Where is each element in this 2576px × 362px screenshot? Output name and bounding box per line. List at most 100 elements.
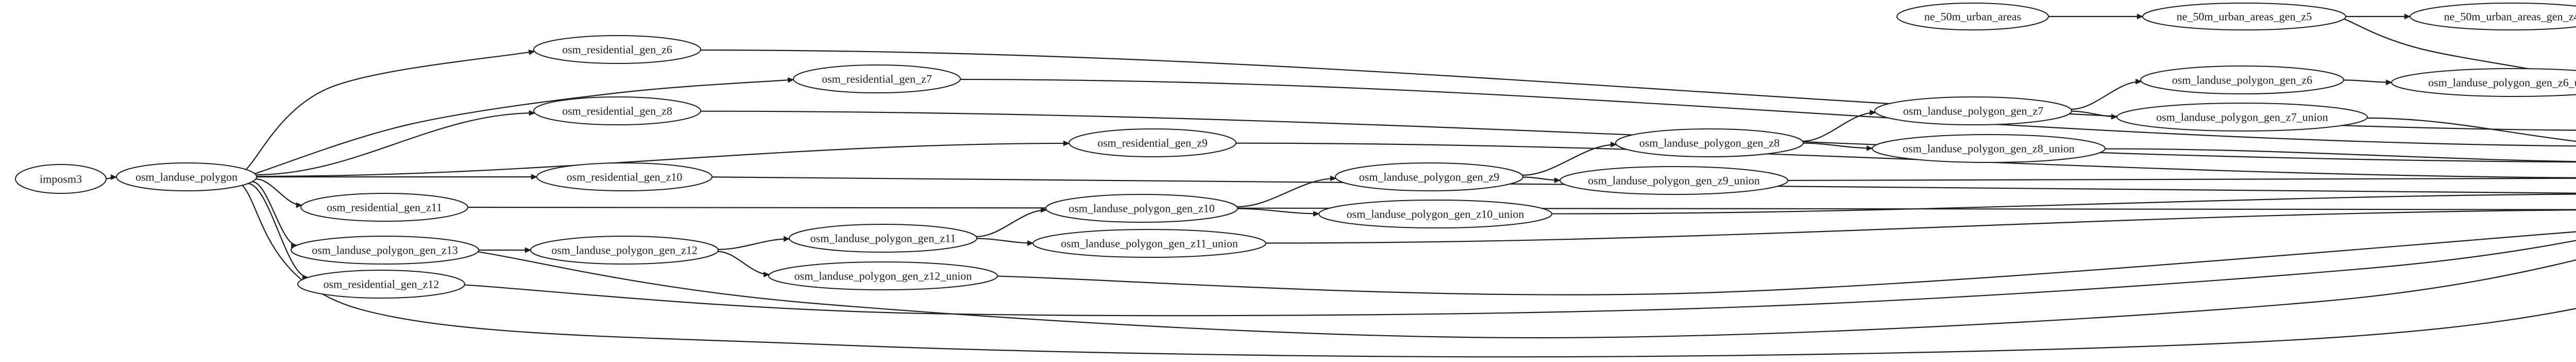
node-label: ne_50m_urban_areas_gen_z4 [2444,10,2576,23]
node-osm-residential-gen-z9: osm_residential_gen_z9 [1069,128,1236,157]
edges-layer [106,13,2576,358]
edge-osm-residential-gen-z7-to-z7 [960,78,2576,147]
edge-osm-landuse-polygon-gen-z7-to-osm-landuse-polygon-gen-z6 [2071,78,2142,110]
table-ellipse [1615,128,1804,157]
node-osm-residential-gen-z12: osm_residential_gen_z12 [297,270,465,299]
table-ellipse [530,236,719,265]
node-label: osm_landuse_polygon_gen_z7 [1903,105,2044,118]
edge-osm-landuse-polygon-to-osm-residential-gen-z6 [245,50,535,170]
node-osm-landuse-polygon-gen-z6-union: osm_landuse_polygon_gen_z6_union [2391,68,2576,97]
node-osm-landuse-polygon-gen-z12-union: osm_landuse_polygon_gen_z12_union [768,261,998,290]
table-ellipse [2116,103,2368,131]
table-ellipse [1560,166,1788,195]
table-ellipse [297,270,465,299]
node-imposm3: imposm3 [15,164,107,194]
node-label: osm_residential_gen_z10 [567,171,683,184]
edge-osm-landuse-polygon-gen-z8-to-osm-landuse-polygon-gen-z7 [1802,109,1876,142]
table-ellipse [533,35,701,64]
node-label: osm_landuse_polygon_gen_z10_union [1347,208,1524,221]
node-osm-landuse-polygon-gen-z10-union: osm_landuse_polygon_gen_z10_union [1318,200,1552,228]
edge-osm-landuse-polygon-gen-z10-union-to-z10 [1551,193,2576,215]
node-label: osm_landuse_polygon_gen_z11_union [1061,237,1238,250]
table-ellipse [1896,3,2049,30]
edge-osm-residential-gen-z12-to-z12 [464,240,2576,317]
table-ellipse [1318,200,1552,228]
node-label: osm_landuse_polygon_gen_z8 [1639,137,1780,150]
table-ellipse [1872,134,2106,163]
node-label: osm_residential_gen_z9 [1097,137,1208,150]
table-ellipse [536,162,713,191]
edge-osm-landuse-polygon-gen-z9-to-osm-landuse-polygon-gen-z8 [1522,141,1617,176]
edge-osm-residential-gen-z11-to-z11 [467,206,2576,210]
node-osm-landuse-polygon-gen-z6: osm_landuse_polygon_gen_z6 [2140,65,2344,94]
table-ellipse [1045,194,1238,223]
node-osm-landuse-polygon: osm_landuse_polygon [116,162,257,191]
edge-osm-landuse-polygon-to-osm-residential-gen-z7 [255,77,794,174]
node-osm-residential-gen-z6: osm_residential_gen_z6 [533,35,701,64]
node-label: ne_50m_urban_areas_gen_z5 [2177,10,2312,23]
node-label: osm_landuse_polygon_gen_z6 [2172,74,2313,87]
table-ellipse [15,164,107,194]
node-osm-landuse-polygon-gen-z7: osm_landuse_polygon_gen_z7 [1874,96,2072,125]
node-label: osm_residential_gen_z8 [562,105,672,118]
edge-osm-landuse-polygon-gen-z12-union-to-z12 [997,231,2576,295]
node-label: imposm3 [40,173,82,186]
node-osm-landuse-polygon-gen-z13: osm_landuse_polygon_gen_z13 [291,236,479,265]
node-label: osm_residential_gen_z6 [562,43,672,56]
node-label: osm_landuse_polygon_gen_z9 [1359,171,1500,184]
edge-osm-landuse-polygon-to-osm-residential-gen-z11 [256,178,303,208]
node-label: osm_landuse_polygon_gen_z12 [551,244,698,257]
edge-osm-landuse-polygon-gen-z10-to-osm-landuse-polygon-gen-z9 [1236,175,1337,208]
edge-ne-50m-urban-areas-gen-z5-to-z5 [2344,18,2576,78]
node-label: osm_residential_gen_z12 [324,278,439,291]
edge-osm-landuse-polygon-to-osm-residential-gen-z12 [248,183,309,281]
node-label: osm_residential_gen_z11 [327,201,442,214]
node-osm-landuse-polygon-gen-z8-union: osm_landuse_polygon_gen_z8_union [1872,134,2106,163]
node-label: osm_landuse_polygon_gen_z13 [312,244,458,257]
table-ellipse [291,236,479,265]
edge-osm-landuse-polygon-to-z14plus [242,185,2576,358]
node-osm-landuse-polygon-gen-z9-union: osm_landuse_polygon_gen_z9_union [1560,166,1788,195]
node-label: osm_landuse_polygon_gen_z6_union [2428,76,2576,89]
node-label: osm_landuse_polygon [135,171,238,184]
edge-osm-landuse-polygon-gen-z6-to-osm-landuse-polygon-gen-z6-union [2343,79,2393,86]
node-label: osm_landuse_polygon_gen_z8_union [1903,142,2075,155]
node-osm-landuse-polygon-gen-z7-union: osm_landuse_polygon_gen_z7_union [2116,103,2368,131]
node-osm-landuse-polygon-gen-z10: osm_landuse_polygon_gen_z10 [1045,194,1238,223]
node-osm-residential-gen-z7: osm_residential_gen_z7 [793,64,961,93]
node-label: osm_landuse_polygon_gen_z11 [810,232,956,245]
table-ellipse [300,193,468,222]
table-ellipse [793,64,961,93]
edge-osm-landuse-polygon-gen-z7-union-to-z7 [2367,117,2576,142]
table-ellipse [116,162,257,191]
table-ellipse [2142,3,2346,30]
node-label: osm_landuse_polygon_gen_z12_union [794,270,972,283]
edge-osm-landuse-polygon-gen-z12-to-osm-landuse-polygon-gen-z12-union [718,251,770,277]
node-osm-landuse-polygon-gen-z11-union: osm_landuse_polygon_gen_z11_union [1032,229,1266,258]
edge-osm-landuse-polygon-gen-z9-union-to-z9 [1787,177,2576,182]
edge-osm-landuse-polygon-gen-z11-to-osm-landuse-polygon-gen-z11-union [976,238,1034,246]
node-label: osm_residential_gen_z7 [822,73,932,86]
table-ellipse [533,96,701,125]
edge-osm-landuse-polygon-to-osm-residential-gen-z8 [256,110,536,176]
table-ellipse [768,261,998,290]
table-ellipse [789,224,977,253]
node-label: osm_landuse_polygon_gen_z7_union [2156,111,2328,124]
edge-osm-landuse-polygon-gen-z8-to-osm-landuse-polygon-gen-z8-union [1803,142,1873,151]
node-label: osm_landuse_polygon_gen_z10 [1069,202,1215,215]
node-label: osm_landuse_polygon_gen_z9_union [1588,174,1760,187]
node-ne-50m-urban-areas: ne_50m_urban_areas [1896,3,2049,30]
node-osm-residential-gen-z10: osm_residential_gen_z10 [536,162,713,191]
edge-osm-landuse-polygon-gen-z9-to-osm-landuse-polygon-gen-z9-union [1522,176,1561,184]
edge-osm-landuse-polygon-gen-z11-union-to-z11 [1265,209,2576,244]
table-ellipse [2410,3,2576,30]
edge-osm-landuse-polygon-to-osm-landuse-polygon-gen-z13 [252,181,298,249]
node-osm-landuse-polygon-gen-z11: osm_landuse_polygon_gen_z11 [789,224,977,253]
edge-osm-landuse-polygon-gen-z11-to-osm-landuse-polygon-gen-z10 [976,207,1047,238]
table-ellipse [2391,68,2576,97]
table-ellipse [1874,96,2072,125]
node-ne-50m-urban-areas-gen-z5: ne_50m_urban_areas_gen_z5 [2142,3,2346,30]
nodes-layer: imposm3 osm_landuse_polygon osm_residentia… [15,3,2576,299]
